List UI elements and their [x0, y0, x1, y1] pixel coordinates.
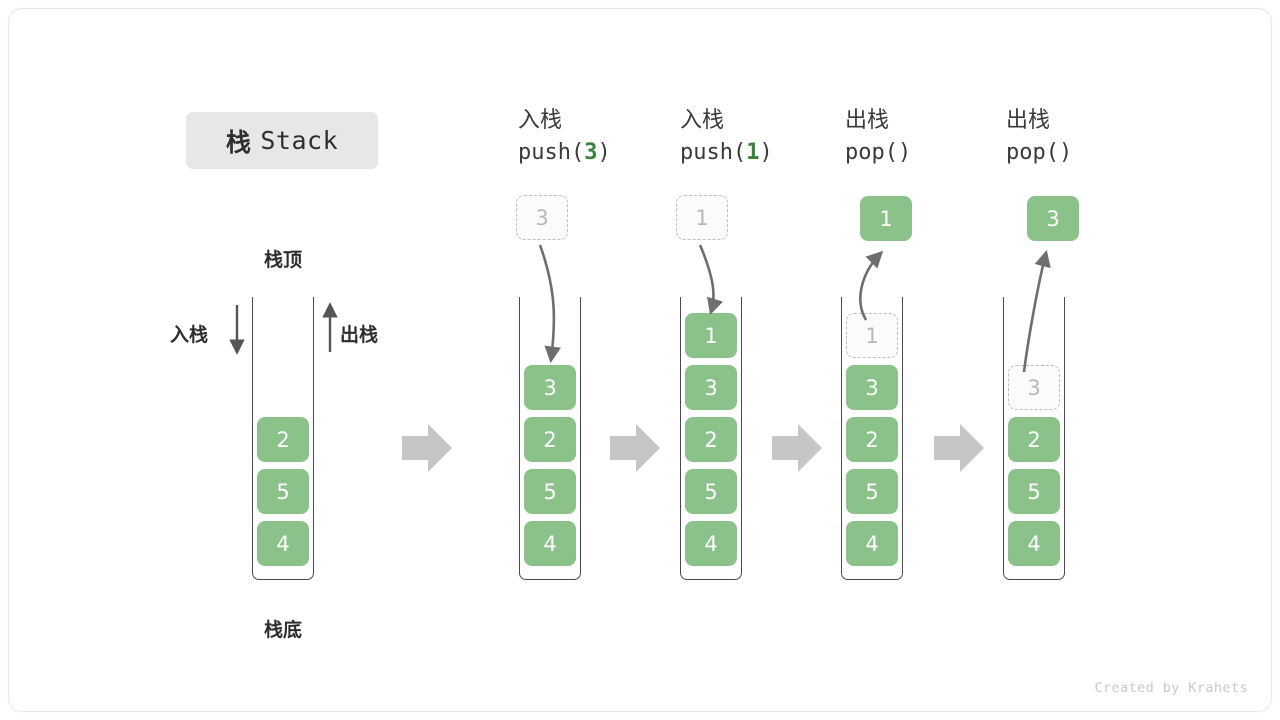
stack-node-ghost: 3 [1008, 365, 1060, 410]
stack-node: 5 [846, 469, 898, 514]
stack-node-ghost: 1 [846, 313, 898, 358]
header-cn: 入栈 [680, 108, 725, 133]
stack-floor [841, 566, 903, 580]
label-push-side: 入栈 [170, 324, 209, 346]
stack-node: 2 [1008, 417, 1060, 462]
float-box-pop-3: 3 [1027, 196, 1079, 241]
stack-node: 4 [1008, 521, 1060, 566]
header-code: pop() [845, 140, 912, 165]
stack-node: 5 [685, 469, 737, 514]
float-box-value: 3 [1046, 206, 1060, 231]
stack-wall-left [519, 297, 520, 567]
stack-wall-left [252, 297, 253, 567]
column-header-pop-3: 出栈 pop() [1006, 106, 1176, 169]
stack-wall-left [1003, 297, 1004, 567]
stack-wall-right [902, 297, 903, 567]
stack-node: 4 [524, 521, 576, 566]
credit-text: Created by Krahets [1094, 680, 1248, 696]
stack-node: 2 [685, 417, 737, 462]
stack-container-pop-1: 1 3 2 5 4 [841, 297, 903, 580]
stack-slots-pop-1: 1 3 2 5 4 [846, 313, 898, 566]
stack-container-push-3: 3 2 5 4 [519, 297, 581, 580]
stack-node: 3 [846, 365, 898, 410]
float-box-pop-1: 1 [860, 196, 912, 241]
column-header-push-3: 入栈 push(3) [518, 106, 688, 169]
float-box-push-3: 3 [516, 195, 568, 240]
header-cn: 入栈 [518, 108, 563, 133]
stack-wall-right [313, 297, 314, 567]
stack-node: 2 [846, 417, 898, 462]
stack-slots-pop-3: 3 2 5 4 [1008, 365, 1060, 566]
stack-wall-left [841, 297, 842, 567]
stack-container-push-1: 1 3 2 5 4 [680, 297, 742, 580]
stack-container-initial: 2 5 4 [252, 297, 314, 580]
stack-wall-left [680, 297, 681, 567]
float-box-value: 1 [879, 206, 893, 231]
stack-wall-right [580, 297, 581, 567]
stack-floor [252, 566, 314, 580]
stack-node: 2 [257, 417, 309, 462]
label-pop-side: 出栈 [340, 324, 379, 346]
stack-node: 3 [524, 365, 576, 410]
label-stack-top: 栈顶 [263, 249, 302, 271]
stack-node: 4 [846, 521, 898, 566]
label-stack-bottom: 栈底 [263, 619, 302, 641]
stack-node: 2 [524, 417, 576, 462]
header-cn: 出栈 [1006, 108, 1051, 133]
header-cn: 出栈 [845, 108, 890, 133]
title-en: Stack [260, 126, 339, 155]
stack-node: 1 [685, 313, 737, 358]
stack-wall-right [741, 297, 742, 567]
stack-node: 4 [685, 521, 737, 566]
float-box-value: 1 [695, 205, 709, 230]
header-code: push(1) [680, 140, 773, 165]
title-cn: 栈 [225, 127, 252, 157]
stack-node: 5 [1008, 469, 1060, 514]
stack-floor [680, 566, 742, 580]
stack-floor [1003, 566, 1065, 580]
float-box-value: 3 [535, 205, 549, 230]
column-header-push-1: 入栈 push(1) [680, 106, 850, 169]
stack-floor [519, 566, 581, 580]
stack-slots-initial: 2 5 4 [257, 417, 309, 566]
float-box-push-1: 1 [676, 195, 728, 240]
stack-node: 5 [257, 469, 309, 514]
stack-slots-push-1: 1 3 2 5 4 [685, 313, 737, 566]
stack-node: 4 [257, 521, 309, 566]
stack-node: 5 [524, 469, 576, 514]
stack-node: 3 [685, 365, 737, 410]
column-header-pop-1: 出栈 pop() [845, 106, 1015, 169]
header-code: pop() [1006, 140, 1073, 165]
stack-slots-push-3: 3 2 5 4 [524, 365, 576, 566]
header-code: push(3) [518, 140, 611, 165]
stack-container-pop-3: 3 2 5 4 [1003, 297, 1065, 580]
diagram-title: 栈 Stack [186, 112, 378, 169]
stack-wall-right [1064, 297, 1065, 567]
